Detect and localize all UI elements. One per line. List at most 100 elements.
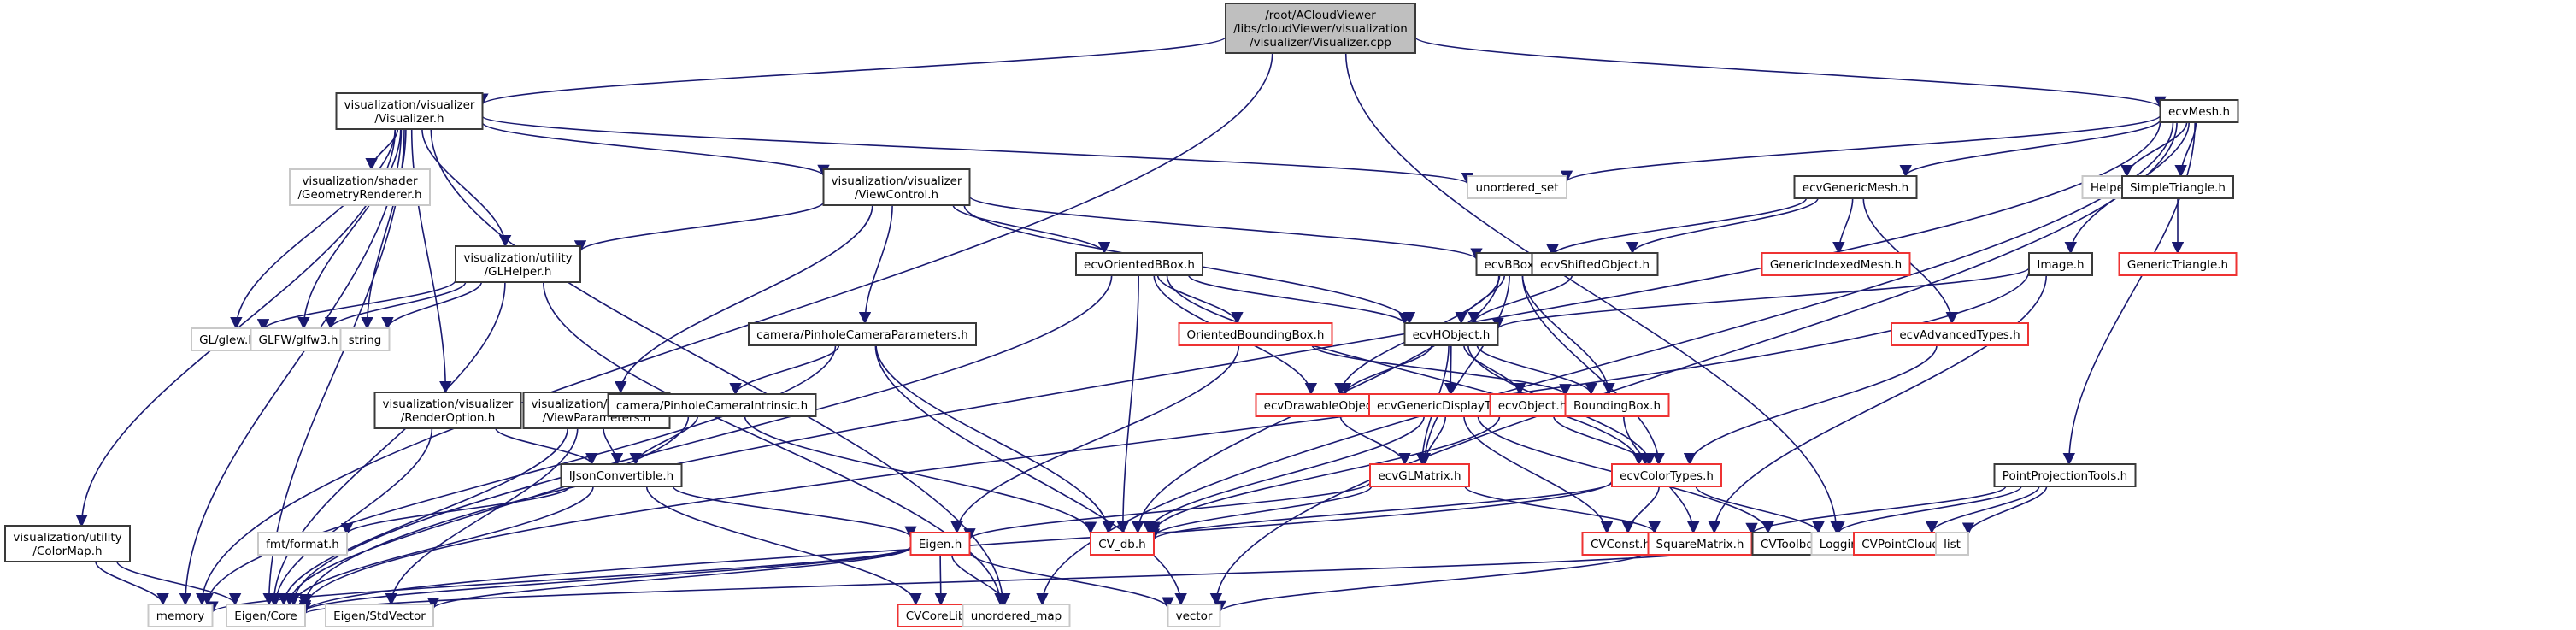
edge-orientedbb-to-boundingbox [1311,344,1572,397]
node-box [822,168,971,206]
node-glfw[interactable]: GLFW/glfw3.h [250,327,347,351]
node-geomrenderer[interactable]: visualization/shader/GeometryRenderer.h [289,168,431,206]
node-label: /GeometryRenderer.h [297,188,421,202]
node-label: ecvBBox.h [1485,258,1545,272]
node-orientedbb[interactable]: OrientedBoundingBox.h [1178,322,1333,346]
node-ecvmesh[interactable]: ecvMesh.h [2159,99,2239,123]
node-label: GenericTriangle.h [2127,258,2228,272]
edge-ecvadvancedtypes-to-ecvcolortypes [1683,344,1938,466]
node-box [748,322,977,346]
node-cvconst[interactable]: CVConst.h [1581,532,1660,556]
node-renderoption[interactable]: visualization/visualizer/RenderOption.h [373,392,522,429]
edge-visualizer-h-to-viewcontrol [481,121,830,178]
node-box [325,604,434,627]
node-vector[interactable]: vector [1167,604,1221,627]
node-label: PointProjectionTools.h [2003,469,2127,483]
edge-ecvorientedbbox-to-ecvhobject [1188,274,1411,326]
node-ecvglmatrix[interactable]: ecvGLMatrix.h [1369,463,1470,487]
node-label: ecvGLMatrix.h [1378,469,1461,483]
edge-colormap-to-memory [95,561,169,606]
node-boundingbox[interactable]: BoundingBox.h [1564,393,1670,417]
node-label: camera/PinholeCameraParameters.h [756,328,968,342]
node-unordered-map[interactable]: unordered_map [962,604,1071,627]
node-label: unordered_set [1475,181,1558,195]
node-string[interactable]: string [339,327,391,351]
edge-orientedbb-to-eigen-h [950,344,1240,534]
node-image[interactable]: Image.h [2028,252,2093,276]
node-ecvshifted[interactable]: ecvShiftedObject.h [1531,252,1659,276]
node-squarematrix[interactable]: SquareMatrix.h [1647,532,1753,556]
node-label: camera/PinholeCameraIntrinsic.h [616,399,808,413]
edge-ecvorientedbbox-to-cvdb [1116,274,1139,534]
node-ecvorientedbbox[interactable]: ecvOrientedBBox.h [1075,252,1203,276]
edge-image-to-squarematrix [1708,274,2048,534]
edge-ijson-to-eigen-h [672,486,917,539]
node-list[interactable]: list [1935,532,1969,556]
node-label: /ColorMap.h [32,545,102,558]
edge-pinholeparams-to-vector [874,344,1187,606]
edge-ecvgenericmesh-to-ecvshifted [1626,197,1819,255]
node-label: Eigen/Core [234,609,297,623]
node-box [289,168,431,206]
node-ecvobject[interactable]: ecvObject.h [1489,393,1576,417]
node-colormap[interactable]: visualization/utility/ColorMap.h [4,525,131,562]
node-label: fmt/format.h [266,538,339,551]
edge-viewcontrol-to-ecvorientedbbox [952,204,1111,255]
node-eigen-h[interactable]: Eigen.h [909,532,971,556]
edge-eigen-h-to-memory [206,545,912,614]
node-memory[interactable]: memory [147,604,214,627]
node-genericindexedmesh[interactable]: GenericIndexedMesh.h [1761,252,1911,276]
node-box [1075,252,1203,276]
node-box [335,92,484,130]
node-label: /root/ACloudViewer [1265,9,1376,22]
node-label: Eigen/StdVector [333,609,426,623]
edge-cvtoolbox-to-eigencore [299,545,1754,615]
edge-root-to-logging [1344,52,1843,534]
node-label: GenericIndexedMesh.h [1770,258,1902,272]
node-label: unordered_map [971,609,1062,623]
edge-ecvobject-to-cvdb [1147,415,1501,534]
node-label: ecvOrientedBBox.h [1084,258,1195,272]
edge-ecvobject-to-ecvcolortypes [1553,415,1652,466]
node-ecvcolortypes[interactable]: ecvColorTypes.h [1611,463,1722,487]
node-visualizer-h[interactable]: visualization/visualizer/Visualizer.h [335,92,484,130]
node-eigencore[interactable]: Eigen/Core [226,604,306,627]
edge-root-to-memory [196,52,1273,606]
node-label: CVCoreLib.h [906,609,977,623]
node-label: /GLHelper.h [485,265,552,279]
edge-pointprojection-to-list [1961,486,2048,535]
edge-viewcontrol-to-pinholeparams [858,204,893,325]
node-glhelper[interactable]: visualization/utility/GLHelper.h [455,245,581,283]
node-pointprojection[interactable]: PointProjectionTools.h [1993,463,2137,487]
node-label: CV_db.h [1098,538,1145,551]
node-box [226,604,306,627]
edge-ecvdrawable-to-ecvglmatrix [1339,415,1411,466]
node-cvdb[interactable]: CV_db.h [1090,532,1155,556]
node-ijson[interactable]: IJsonConvertible.h [560,463,683,487]
node-box [1581,532,1660,556]
node-ecvadvancedtypes[interactable]: ecvAdvancedTypes.h [1891,322,2029,346]
edge-ecvglmatrix-to-cvdb [1147,486,1373,538]
node-box [455,245,581,283]
node-ecvhobject[interactable]: ecvHObject.h [1403,322,1499,346]
node-label: GL/glew.h [199,333,256,347]
node-label: ecvGenericMesh.h [1803,181,1908,195]
node-box [1935,532,1969,556]
node-simpletriangle[interactable]: SimpleTriangle.h [2121,175,2234,199]
edge-ecvgenericdisplay-to-cvconst [1463,415,1614,534]
node-generictriangle[interactable]: GenericTriangle.h [2118,252,2238,276]
node-viewcontrol[interactable]: visualization/visualizer/ViewControl.h [822,168,971,206]
edge-ecvhobject-to-ecvdrawable [1338,344,1432,396]
edge-glhelper-to-eigencore [268,281,506,606]
node-label: IJsonConvertible.h [569,469,673,483]
edge-ijson-to-fmtformat [340,486,571,536]
node-unordered-set[interactable]: unordered_set [1467,175,1567,199]
node-ecvgenericmesh[interactable]: ecvGenericMesh.h [1793,175,1918,199]
edge-ecvglmatrix-to-eigen-h [963,481,1371,541]
node-pinholeintrinsic[interactable]: camera/PinholeCameraIntrinsic.h [607,393,817,417]
node-label: ecvGenericDisplayTools.h [1377,399,1524,413]
node-root[interactable]: /root/ACloudViewer/libs/cloudViewer/visu… [1225,3,1416,54]
node-eigenstdvector[interactable]: Eigen/StdVector [325,604,434,627]
node-fmtformat[interactable]: fmt/format.h [257,532,348,556]
node-pinholeparams[interactable]: camera/PinholeCameraParameters.h [748,322,977,346]
